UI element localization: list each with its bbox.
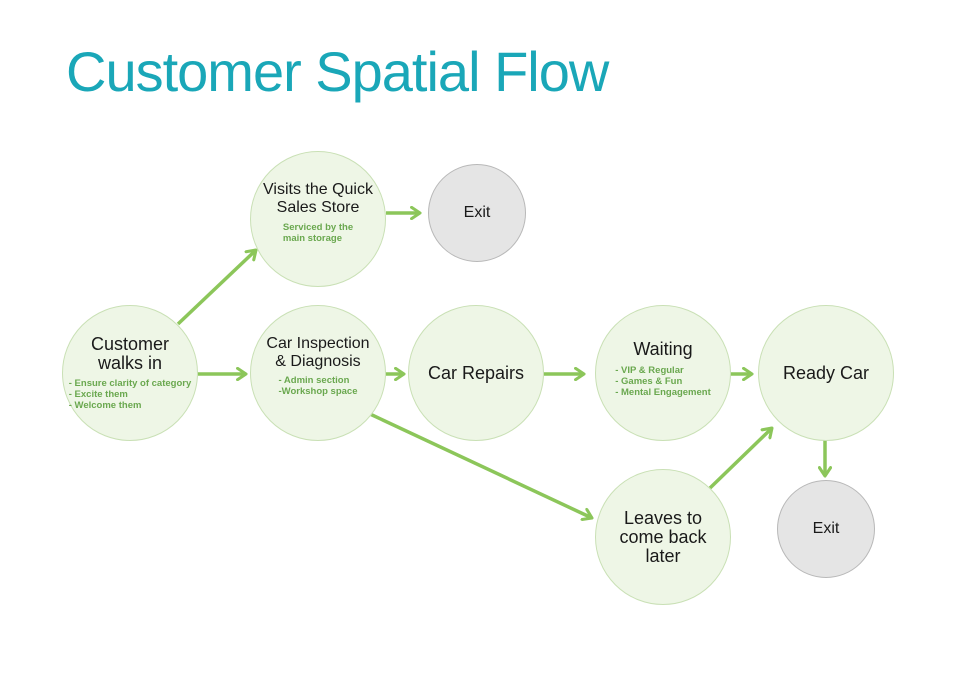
arrow-inspection-to-leaves	[369, 412, 592, 518]
node-notes: - Admin section -Workshop space	[278, 375, 358, 397]
node-label: Exit	[812, 520, 840, 537]
node-leaves-to-come-back: Leaves to come back later	[595, 469, 731, 605]
node-notes: Serviced by the main storage	[282, 221, 354, 244]
node-label: Exit	[463, 204, 491, 221]
arrow-leaves-to-ready-car	[708, 428, 772, 490]
diagram-title: Customer Spatial Flow	[66, 40, 609, 103]
node-car-inspection: Car Inspection & Diagnosis - Admin secti…	[250, 305, 386, 441]
node-label: Customer walks in	[90, 334, 170, 373]
node-exit-top: Exit	[428, 164, 526, 262]
arrow-walks-in-to-quick-sales	[176, 250, 256, 326]
node-label: Visits the Quick Sales Store	[263, 180, 373, 216]
node-customer-walks-in: Customer walks in - Ensure clarity of ca…	[62, 305, 198, 441]
node-label: Waiting	[633, 339, 693, 359]
node-ready-car: Ready Car	[758, 305, 894, 441]
node-label: Car Inspection & Diagnosis	[266, 335, 370, 370]
node-waiting: Waiting - VIP & Regular - Games & Fun - …	[595, 305, 731, 441]
node-quick-sales-store: Visits the Quick Sales Store Serviced by…	[250, 151, 386, 287]
node-car-repairs: Car Repairs	[408, 305, 544, 441]
node-exit-bottom: Exit	[777, 480, 875, 578]
node-notes: - VIP & Regular - Games & Fun - Mental E…	[615, 365, 711, 398]
node-notes: - Ensure clarity of category - Excite th…	[68, 378, 192, 411]
node-label: Leaves to come back later	[619, 507, 707, 566]
node-label: Ready Car	[782, 362, 870, 383]
node-label: Car Repairs	[427, 362, 525, 383]
